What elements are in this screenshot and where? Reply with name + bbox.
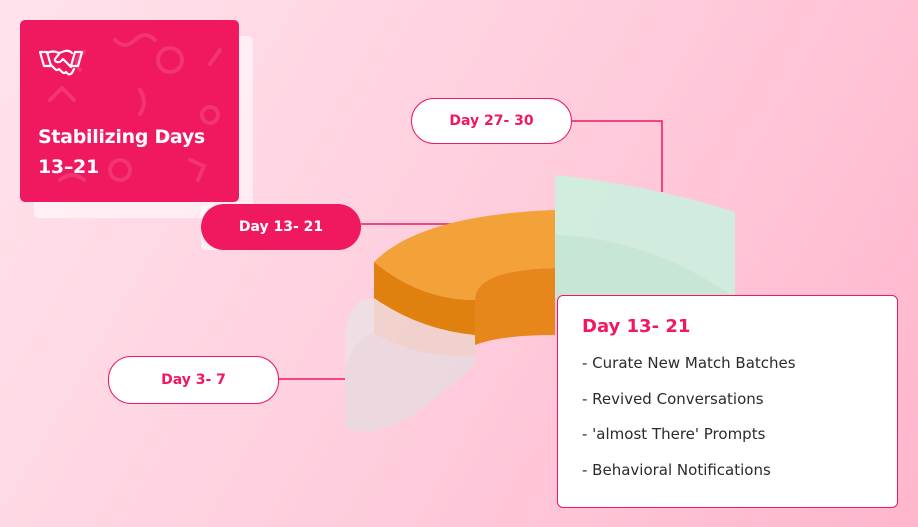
card-title: Stabilizing Days 13–21 xyxy=(38,126,205,178)
label-day-13-21-text: Day 13- 21 xyxy=(238,219,324,235)
label-day-3-7: Day 3- 7 xyxy=(108,356,279,404)
connector-line-day-27-30 xyxy=(572,120,663,192)
segment-day-13-21 xyxy=(374,210,555,345)
list-item: - Curate New Match Batches xyxy=(582,354,796,372)
detail-card: Day 13- 21 - Curate New Match Batches - … xyxy=(557,295,898,508)
detail-list: - Curate New Match Batches - Revived Con… xyxy=(582,353,873,495)
list-item: - Revived Conversations xyxy=(582,389,764,408)
handshake-icon xyxy=(38,49,84,76)
detail-title: Day 13- 21 xyxy=(582,316,691,337)
label-day-13-21: Day 13- 21 xyxy=(201,204,361,250)
label-day-3-7-text: Day 3- 7 xyxy=(161,372,226,388)
label-day-27-30: Day 27- 30 xyxy=(411,98,572,144)
title-card: Stabilizing Days 13–21 xyxy=(20,20,239,202)
list-item: - Behavioral Notifications xyxy=(582,460,771,479)
list-item: - 'almost There' Prompts xyxy=(582,425,766,443)
label-day-27-30-text: Day 27- 30 xyxy=(449,113,534,129)
segment-day-3-7 xyxy=(345,298,475,432)
segment-day-27-30 xyxy=(555,175,735,300)
